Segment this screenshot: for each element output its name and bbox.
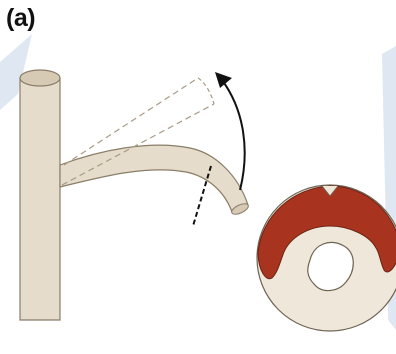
curved-arrow-icon <box>215 72 232 88</box>
cross-section <box>257 185 396 331</box>
branch-vessel <box>60 145 248 212</box>
main-vessel <box>20 78 60 320</box>
vessel-opening <box>20 70 60 86</box>
ghost-branch-end <box>198 78 214 104</box>
